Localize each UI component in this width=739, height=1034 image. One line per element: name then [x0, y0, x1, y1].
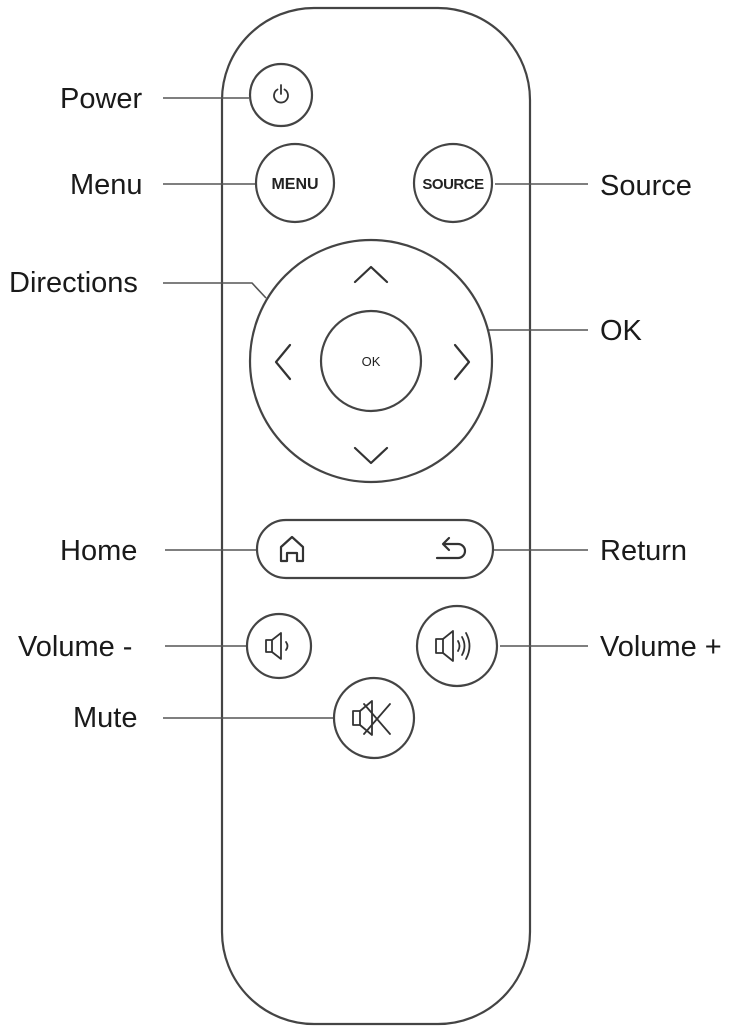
return-button[interactable] [435, 536, 467, 560]
mute-button[interactable] [332, 676, 416, 760]
power-button[interactable] [248, 62, 314, 128]
home-return-bar [255, 518, 495, 580]
chevron-down-icon [353, 446, 389, 465]
source-button-label: SOURCE [422, 176, 484, 193]
label-volume-plus: Volume + [600, 631, 722, 663]
speaker-low-icon [265, 632, 289, 660]
speaker-muted-icon [352, 700, 391, 736]
label-directions: Directions [9, 267, 138, 299]
home-icon [279, 535, 305, 563]
directions-leader [163, 282, 267, 299]
label-ok: OK [600, 315, 643, 347]
label-menu: Menu [70, 169, 143, 201]
source-button[interactable]: SOURCE [412, 142, 494, 224]
return-arrow-icon [435, 536, 467, 560]
menu-button[interactable]: MENU [254, 142, 336, 224]
up-button[interactable] [353, 265, 389, 284]
remote-body [220, 6, 532, 1026]
label-home: Home [60, 535, 137, 567]
label-return: Return [600, 535, 687, 567]
chevron-left-icon [274, 343, 292, 381]
label-volume-minus: Volume - [18, 631, 132, 663]
volume-down-button[interactable] [245, 612, 313, 680]
chevron-up-icon [353, 265, 389, 284]
menu-button-label: MENU [271, 176, 318, 193]
down-button[interactable] [353, 446, 389, 465]
home-button[interactable] [279, 535, 305, 563]
label-mute: Mute [73, 702, 137, 734]
right-button[interactable] [453, 343, 471, 381]
speaker-high-icon [435, 630, 471, 662]
left-button[interactable] [274, 343, 292, 381]
volume-up-button[interactable] [415, 604, 499, 688]
ok-button-label: OK [362, 354, 381, 369]
direction-pad: OK [248, 238, 494, 484]
label-source: Source [600, 170, 692, 202]
label-power: Power [60, 83, 143, 115]
power-icon [273, 84, 289, 104]
leader-lines [163, 97, 588, 719]
chevron-right-icon [453, 343, 471, 381]
ok-button[interactable]: OK [319, 309, 423, 413]
